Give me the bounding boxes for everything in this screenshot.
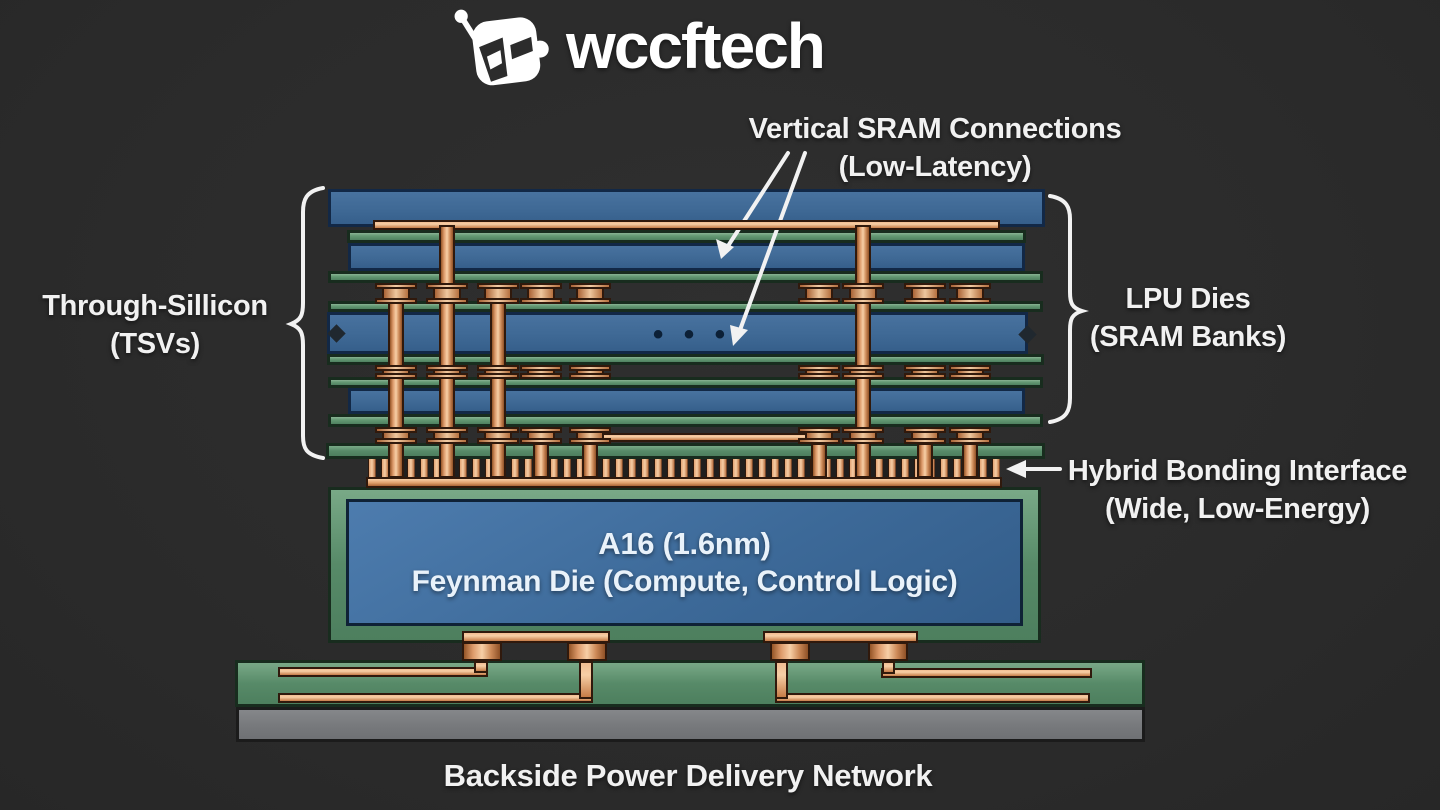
wccftech-logo: wccftech <box>446 4 826 89</box>
microbump <box>375 427 417 444</box>
microbump <box>477 283 519 304</box>
microbump <box>569 427 611 444</box>
microbump <box>842 427 884 444</box>
microbump <box>375 283 417 304</box>
tsv-line1: Through-Sillicon <box>42 290 268 322</box>
solder-bump <box>770 642 810 661</box>
tsv-stub <box>811 443 827 478</box>
lpu-dies-label: LPU Dies (SRAM Banks) <box>1083 280 1293 356</box>
microbump <box>842 365 884 379</box>
sram-die <box>348 243 1025 271</box>
sram-die <box>348 388 1025 414</box>
tsv-stub <box>917 443 933 478</box>
interposer-layer <box>328 414 1043 427</box>
microbump <box>477 427 519 444</box>
microbump <box>426 283 468 304</box>
solder-bump <box>868 642 908 661</box>
microbump <box>949 365 991 379</box>
die-label-line2: Feynman Die (Compute, Control Logic) <box>411 564 958 598</box>
power-trace-via <box>474 661 488 673</box>
top-metal-trace <box>373 220 1000 230</box>
robot-head-icon <box>454 9 549 86</box>
microbump <box>520 283 562 304</box>
microbump <box>375 365 417 379</box>
microbump <box>949 427 991 444</box>
microbump <box>904 283 946 304</box>
feynman-die <box>346 499 1023 626</box>
microbump <box>569 365 611 379</box>
vertical-sram-label: Vertical SRAM Connections (Low-Latency) <box>685 110 1185 186</box>
power-trace <box>278 693 593 703</box>
mid-metal-trace <box>577 433 813 442</box>
solder-bump <box>567 642 607 661</box>
hybrid-bonding-teeth <box>368 459 1000 478</box>
microbump <box>520 365 562 379</box>
tsv-label: Through-Sillicon (TSVs) <box>10 287 300 363</box>
feynman-die-label: A16 (1.6nm) Feynman Die (Compute, Contro… <box>346 499 1023 626</box>
continuation-dots: • • • <box>652 318 732 351</box>
hybrid-bonding-line2: (Wide, Low-Energy) <box>1104 493 1370 525</box>
bottom-interposer <box>326 443 1045 459</box>
hybrid-bonding-line1: Hybrid Bonding Interface <box>1067 455 1408 487</box>
hybrid-bonding-label: Hybrid Bonding Interface (Wide, Low-Ener… <box>1055 452 1420 528</box>
interposer-layer <box>328 377 1043 388</box>
vertical-sram-line2: (Low-Latency) <box>838 151 1032 183</box>
microbump <box>426 365 468 379</box>
backside-power-label: Backside Power Delivery Network <box>443 758 933 793</box>
microbump <box>904 365 946 379</box>
power-trace <box>278 667 488 677</box>
microbump <box>798 427 840 444</box>
microbump <box>798 283 840 304</box>
power-trace <box>775 693 1090 703</box>
die-pad <box>763 631 918 643</box>
solder-bump <box>462 642 502 661</box>
tsv-pillar <box>388 283 404 478</box>
lpu-dies-line2: (SRAM Banks) <box>1089 321 1287 353</box>
microbump <box>904 427 946 444</box>
tsv-stub <box>582 443 598 478</box>
die-pad <box>462 631 610 643</box>
lpu-dies-line1: LPU Dies <box>1125 283 1251 315</box>
microbump <box>569 283 611 304</box>
interposer-layer <box>327 354 1044 365</box>
power-trace-via <box>882 661 895 674</box>
power-trace <box>881 668 1092 678</box>
hybrid-bonding-baseline <box>366 477 1002 488</box>
interposer-layer <box>328 301 1043 312</box>
power-trace-via <box>579 661 593 699</box>
microbump <box>477 365 519 379</box>
microbump <box>949 283 991 304</box>
tsv-pillar <box>490 283 506 478</box>
microbump <box>798 365 840 379</box>
vertical-sram-line1: Vertical SRAM Connections <box>748 113 1122 145</box>
tsv-stub <box>533 443 549 478</box>
backside-power-layer <box>236 707 1145 742</box>
microbump <box>520 427 562 444</box>
die-label-line1: A16 (1.6nm) <box>598 525 771 561</box>
tsv-stub <box>962 443 978 478</box>
power-trace-via <box>775 661 788 699</box>
logo-text: wccftech <box>566 10 826 82</box>
interposer-layer <box>328 271 1043 283</box>
microbump <box>842 283 884 304</box>
microbump <box>426 427 468 444</box>
tsv-line2: (TSVs) <box>109 328 201 360</box>
